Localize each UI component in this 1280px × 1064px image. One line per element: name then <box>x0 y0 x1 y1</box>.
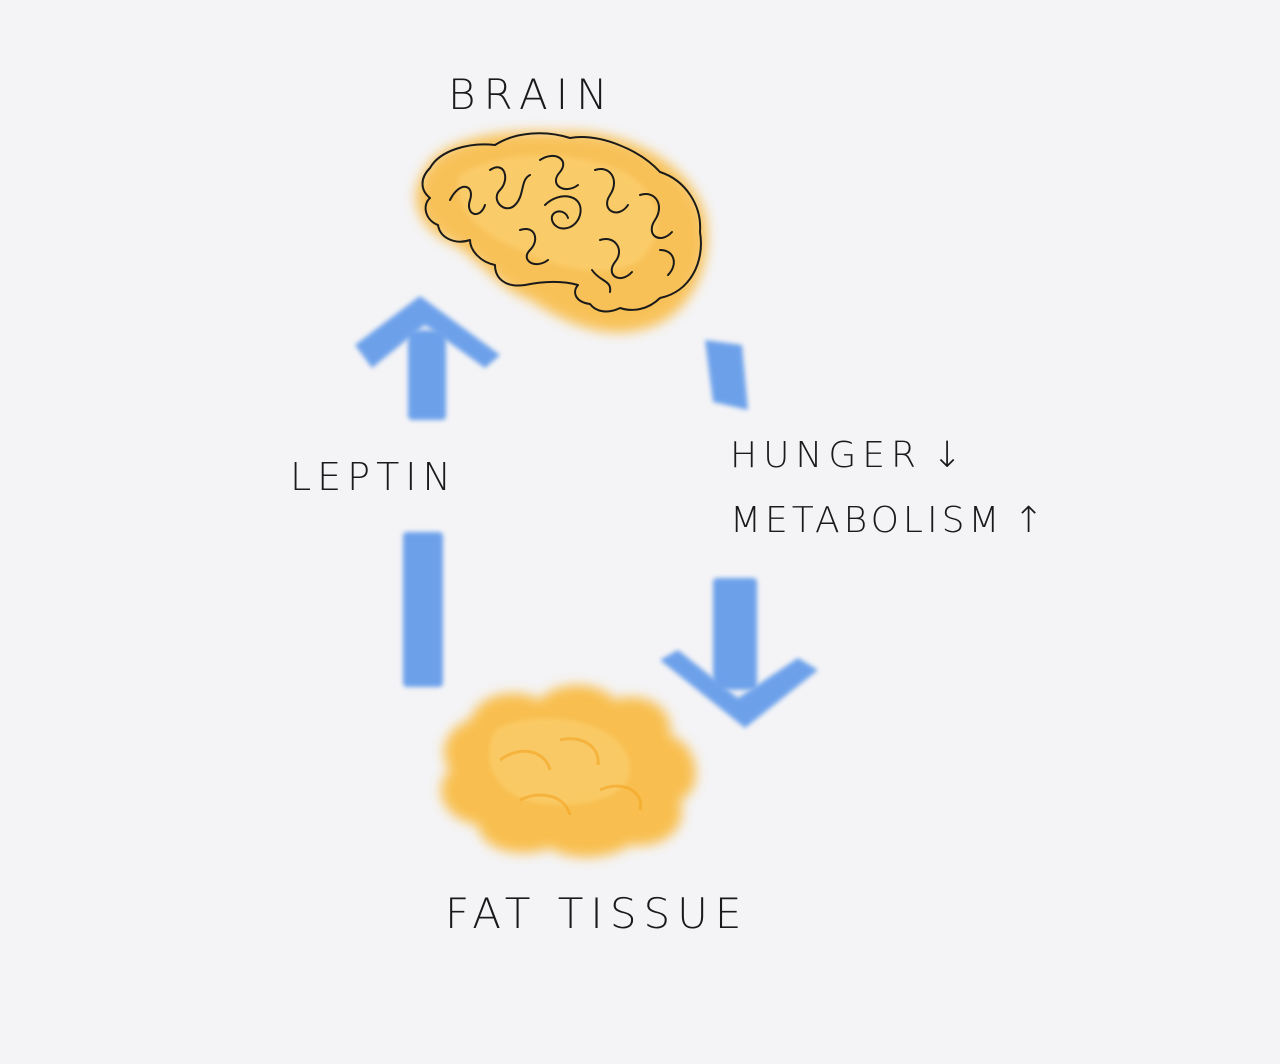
hunger-down-arrow-icon: ↓ <box>932 435 969 476</box>
fat-tissue-lobules <box>499 737 643 816</box>
metabolism-text: METABOLISM <box>730 500 1004 541</box>
leptin-arrowhead <box>355 296 500 368</box>
brain-label: BRAIN <box>448 70 616 119</box>
fat-tissue-highlight <box>489 718 631 805</box>
brain-arrow-upper-segment <box>705 340 748 410</box>
leptin-label: LEPTIN <box>290 455 457 499</box>
metabolism-up-arrow-icon: ↑ <box>1013 500 1048 541</box>
leptin-arrow-upper-segment <box>408 330 446 420</box>
brain-arrow-lower-segment <box>713 578 757 690</box>
fat-tissue-illustration <box>440 685 697 858</box>
brain-arrowhead <box>660 650 818 728</box>
hunger-label: HUNGER↓ <box>730 438 968 474</box>
hunger-text: HUNGER <box>730 435 923 476</box>
brain-illustration <box>416 131 708 333</box>
leptin-arrow-lower-segment <box>403 532 443 687</box>
leptin-up-arrow <box>355 296 500 687</box>
brain-outline <box>421 132 702 313</box>
fat-tissue-label: FAT TISSUE <box>445 889 749 938</box>
brain-folds <box>449 154 675 293</box>
brain-fill-highlight <box>458 155 658 271</box>
brain-down-arrow <box>660 340 818 728</box>
metabolism-label: METABOLISM↑ <box>730 503 1048 539</box>
